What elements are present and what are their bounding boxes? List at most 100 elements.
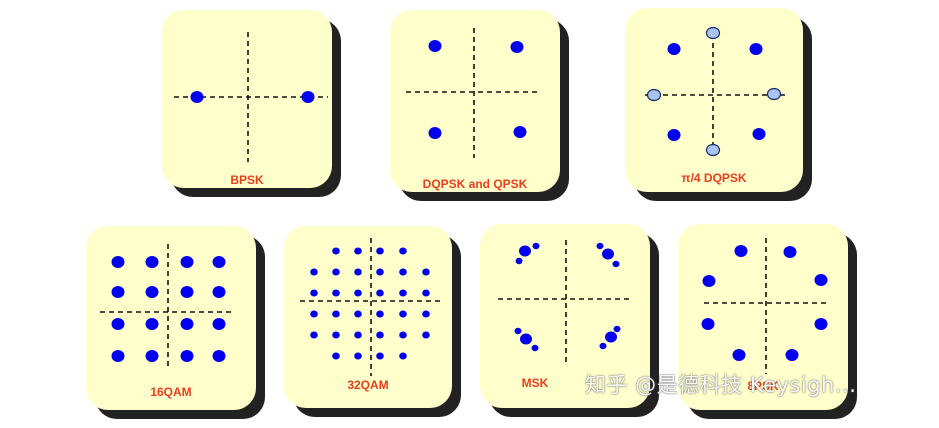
constellation-point [332, 352, 340, 360]
constellation-point [667, 43, 681, 55]
constellation-point [783, 246, 797, 258]
constellation-point [354, 352, 362, 360]
constellation-point [145, 350, 159, 362]
constellation-point [145, 318, 159, 330]
pi4-dqpsk-constellation [645, 26, 785, 157]
constellation-point [428, 40, 442, 52]
constellation-point [180, 318, 194, 330]
pi4-dqpsk-panel: π/4 DQPSK [625, 8, 803, 192]
constellation-point [422, 289, 430, 297]
bpsk-label: BPSK [230, 173, 264, 187]
constellation-point [301, 91, 315, 103]
transition-point [766, 87, 782, 101]
constellation-point [399, 331, 407, 339]
constellation-point [612, 260, 620, 268]
qam32-label: 32QAM [347, 378, 389, 392]
constellation-point [531, 344, 539, 352]
constellation-point [599, 342, 607, 350]
transition-point [646, 88, 662, 102]
dqpsk-qpsk-panel: DQPSK and QPSK [390, 10, 560, 192]
constellation-point [354, 310, 362, 318]
constellation-point [399, 289, 407, 297]
constellation-point [111, 350, 125, 362]
constellation-point [332, 331, 340, 339]
constellation-point [702, 275, 716, 287]
bpsk-constellation [174, 32, 328, 162]
constellation-point [422, 310, 430, 318]
constellation-point [310, 289, 318, 297]
msk-label: MSK [521, 376, 549, 390]
constellation-point [180, 350, 194, 362]
constellation-point [514, 327, 522, 335]
qam32-constellation [300, 238, 440, 376]
constellation-point [752, 128, 766, 140]
msk-constellation [498, 240, 630, 366]
constellation-point [510, 41, 524, 53]
constellation-point [376, 352, 384, 360]
constellation-point [513, 126, 527, 138]
constellation-point [376, 289, 384, 297]
pi4-dqpsk-label: π/4 DQPSK [681, 171, 747, 185]
constellation-point [428, 127, 442, 139]
constellation-point [749, 43, 763, 55]
msk-panel: MSK [480, 224, 650, 408]
constellation-point [310, 331, 318, 339]
constellation-point [212, 286, 226, 298]
constellation-point [332, 268, 340, 276]
constellation-point [596, 242, 604, 250]
constellation-point [354, 331, 362, 339]
constellation-point [354, 247, 362, 255]
constellation-point [602, 248, 614, 260]
constellation-point [376, 331, 384, 339]
constellation-point [605, 331, 617, 343]
constellation-point [310, 310, 318, 318]
eight-psk-panel: 8PSK [678, 224, 848, 410]
constellation-point [180, 286, 194, 298]
transition-point [705, 143, 721, 157]
constellation-point [399, 247, 407, 255]
qam16-label: 16QAM [150, 385, 192, 399]
constellation-point [785, 349, 799, 361]
constellation-point [376, 247, 384, 255]
dqpsk-qpsk-constellation [406, 28, 540, 158]
qam32-panel: 32QAM [284, 226, 452, 408]
transition-point [705, 26, 721, 40]
constellation-point [332, 247, 340, 255]
qam16-constellation [100, 244, 232, 366]
constellation-point [145, 256, 159, 268]
constellation-point [376, 310, 384, 318]
constellation-point [111, 318, 125, 330]
constellation-point [613, 325, 621, 333]
watermark-text: 知乎 @是德科技 Keysigh... [585, 373, 857, 397]
constellation-point [190, 91, 204, 103]
constellation-point [310, 268, 318, 276]
constellation-point [332, 310, 340, 318]
constellation-point [111, 256, 125, 268]
qam16-panel: 16QAM [86, 226, 256, 410]
constellation-point [354, 268, 362, 276]
constellation-point [399, 352, 407, 360]
constellation-point [111, 286, 125, 298]
constellation-point [212, 256, 226, 268]
constellation-point [519, 245, 531, 257]
constellation-point [212, 350, 226, 362]
constellation-point [701, 318, 715, 330]
constellation-point [399, 310, 407, 318]
dqpsk-qpsk-label: DQPSK and QPSK [422, 177, 528, 191]
constellation-point [814, 274, 828, 286]
constellation-point [180, 256, 194, 268]
constellation-point [332, 289, 340, 297]
constellation-point [354, 289, 362, 297]
constellation-point [515, 257, 523, 265]
constellation-point [667, 129, 681, 141]
constellation-point [422, 268, 430, 276]
constellation-point [532, 242, 540, 250]
constellation-point [814, 318, 828, 330]
constellation-point [145, 286, 159, 298]
constellation-point [734, 245, 748, 257]
constellation-point [422, 331, 430, 339]
eight-psk-constellation [701, 238, 828, 374]
constellation-point [520, 333, 532, 345]
constellation-point [376, 268, 384, 276]
constellation-point [732, 349, 746, 361]
